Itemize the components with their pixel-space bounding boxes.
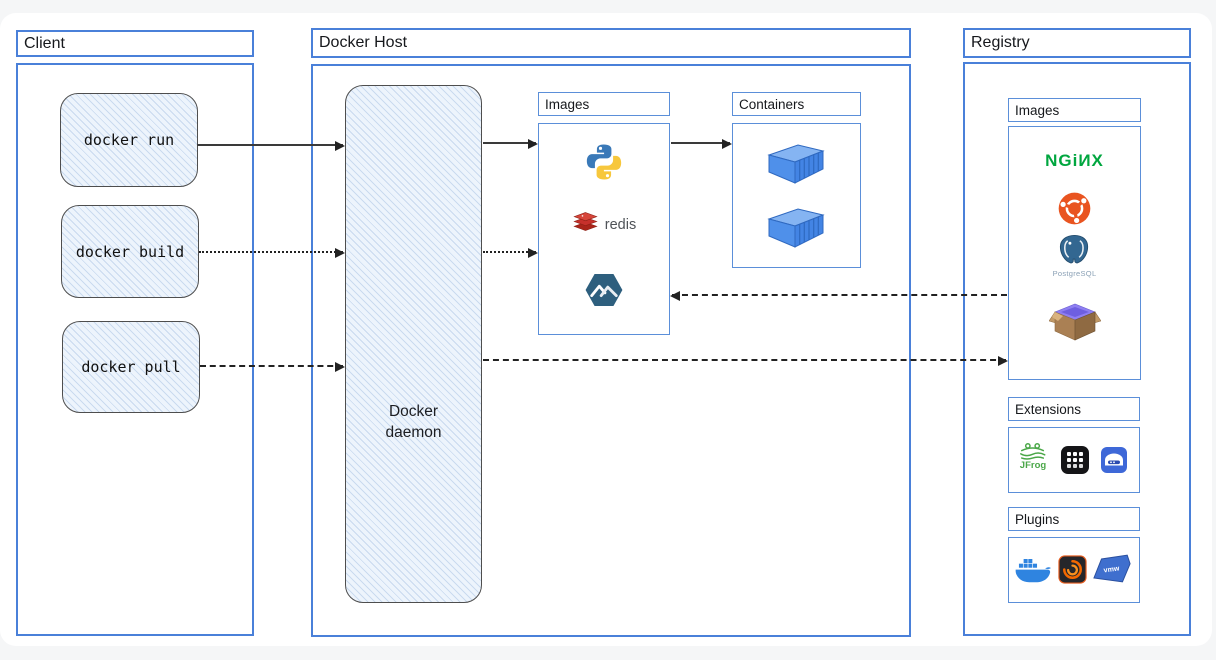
redis-icon xyxy=(573,212,598,231)
plugins-title-box: Plugins xyxy=(1008,507,1140,531)
host-images-title-box: Images xyxy=(538,92,670,116)
docker-build-box: docker build xyxy=(61,205,199,298)
registry-images-title-box: Images xyxy=(1008,98,1141,122)
arrow-docker-run-to-daemon xyxy=(197,141,345,151)
redis-label: redis xyxy=(604,216,637,233)
extensions-title: Extensions xyxy=(1015,401,1082,417)
registry-title-box: Registry xyxy=(963,28,1191,58)
extensions-title-box: Extensions xyxy=(1008,397,1140,421)
nginx-icon: NGiИX xyxy=(1008,151,1141,171)
host-images-title: Images xyxy=(545,96,590,112)
alpine-icon xyxy=(585,273,623,307)
docker-host-title-box: Docker Host xyxy=(311,28,911,58)
docker-run-label: docker run xyxy=(83,131,175,149)
nginx-label: NGiИX xyxy=(1045,151,1104,170)
virtual-machine-icon xyxy=(1101,447,1127,473)
docker-run-box: docker run xyxy=(60,93,198,187)
docker-pull-label: docker pull xyxy=(81,358,181,376)
ubuntu-icon xyxy=(1058,192,1091,225)
arrow-registry-to-images xyxy=(670,291,1007,301)
docker-build-label: docker build xyxy=(75,242,185,261)
registry-images-title: Images xyxy=(1015,102,1060,118)
docker-pull-box: docker pull xyxy=(62,321,200,413)
redis-logo: redis xyxy=(538,212,670,237)
container-icon xyxy=(767,208,825,248)
arrow-daemon-to-images-solid xyxy=(483,139,538,149)
docker-host-title: Docker Host xyxy=(319,34,408,51)
arrow-images-to-containers xyxy=(671,139,732,149)
arrow-daemon-to-images-dotted xyxy=(483,248,538,258)
docker-whale-icon xyxy=(1015,559,1051,583)
vmware-label: vmw xyxy=(1103,564,1120,574)
arrow-docker-pull-to-daemon xyxy=(200,362,345,372)
postgresql-icon xyxy=(1059,234,1089,264)
python-icon xyxy=(586,144,622,180)
containers-title-box: Containers xyxy=(732,92,861,116)
arrow-daemon-to-registry xyxy=(483,356,1008,366)
jfrog-icon xyxy=(1020,442,1046,460)
docker-daemon-label: Docker daemon xyxy=(385,403,442,441)
registry-title: Registry xyxy=(971,34,1030,51)
arrow-docker-build-to-daemon xyxy=(199,248,345,258)
postgresql-label-wrap: PostgreSQL xyxy=(1008,269,1141,278)
client-title: Client xyxy=(24,34,65,52)
client-title-box: Client xyxy=(16,30,254,57)
postgresql-label: PostgreSQL xyxy=(1052,269,1097,278)
jfrog-label: JFrog xyxy=(1019,460,1047,471)
docker-daemon-box: Docker daemon xyxy=(345,85,482,603)
vmware-icon: vmw xyxy=(1093,554,1131,583)
plugins-title: Plugins xyxy=(1015,511,1060,527)
grafana-icon xyxy=(1058,555,1087,584)
jfrog-logo: JFrog xyxy=(1016,442,1050,471)
containers-title: Containers xyxy=(739,96,805,112)
container-icon xyxy=(767,144,825,184)
busybox-icon xyxy=(1049,303,1101,341)
app-grid-icon xyxy=(1061,446,1089,474)
